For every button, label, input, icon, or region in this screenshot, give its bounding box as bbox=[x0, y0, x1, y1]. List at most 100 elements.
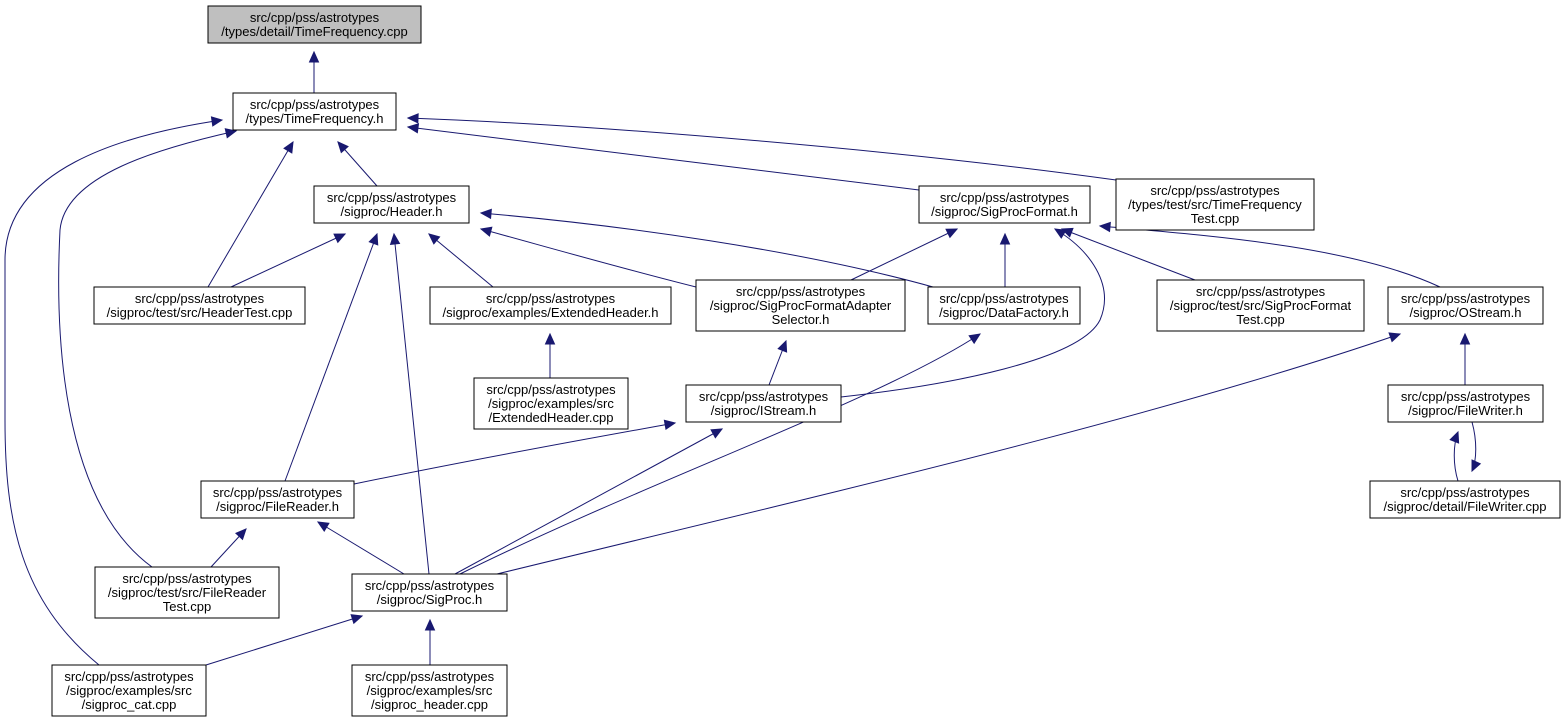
node-timefreq-test[interactable]: src/cpp/pss/astrotypes/types/test/src/Ti… bbox=[1115, 178, 1315, 231]
node-label-line: src/cpp/pss/astrotypes bbox=[1401, 389, 1531, 404]
node-sigprocformat-test[interactable]: src/cpp/pss/astrotypes/sigproc/test/src/… bbox=[1156, 279, 1365, 332]
arrowhead bbox=[1388, 332, 1402, 343]
node-label-line: src/cpp/pss/astrotypes bbox=[940, 190, 1070, 205]
node-filewriter-cpp[interactable]: src/cpp/pss/astrotypes/sigproc/detail/Fi… bbox=[1369, 480, 1561, 519]
edge-line bbox=[454, 428, 723, 575]
edge-filereader_h-to-istream_h bbox=[353, 419, 677, 485]
node-label-line: src/cpp/pss/astrotypes bbox=[699, 389, 829, 404]
arrowhead bbox=[424, 618, 436, 631]
edge-filewriter_h-to-ostream_h bbox=[1459, 332, 1471, 385]
edge-sigproc_cat-to-timefreq_h bbox=[4, 116, 224, 666]
node-sigproc-cat[interactable]: src/cpp/pss/astrotypes/sigproc/examples/… bbox=[51, 664, 207, 717]
node-label-line: /types/detail/TimeFrequency.cpp bbox=[221, 24, 407, 39]
edge-line bbox=[407, 117, 1117, 181]
node-box bbox=[473, 377, 629, 430]
node-label-line: /sigproc/OStream.h bbox=[1410, 305, 1522, 320]
node-sigproc-h[interactable]: src/cpp/pss/astrotypes/sigproc/SigProc.h bbox=[351, 573, 508, 612]
node-box bbox=[51, 664, 207, 717]
edge-line bbox=[840, 228, 1105, 398]
edge-line bbox=[459, 333, 981, 575]
node-label-line: src/cpp/pss/astrotypes bbox=[1150, 183, 1280, 198]
edge-sigproc_h-to-datafactory_h bbox=[459, 333, 982, 575]
node-box bbox=[1387, 286, 1544, 325]
arrowhead bbox=[308, 50, 320, 63]
arrowhead bbox=[1053, 228, 1067, 239]
node-label-line: src/cpp/pss/astrotypes bbox=[486, 382, 616, 397]
node-label-line: /types/TimeFrequency.h bbox=[246, 111, 384, 126]
node-label-line: /sigproc/test/src/HeaderTest.cpp bbox=[107, 305, 293, 320]
arrowhead bbox=[316, 521, 330, 532]
arrowhead bbox=[224, 128, 238, 139]
node-label-line: /sigproc/SigProcFormat.h bbox=[931, 204, 1078, 219]
arrowhead bbox=[333, 233, 347, 244]
node-filewriter-h[interactable]: src/cpp/pss/astrotypes/sigproc/FileWrite… bbox=[1387, 384, 1544, 423]
node-label-line: /sigproc/detail/FileWriter.cpp bbox=[1383, 499, 1546, 514]
edge-adapter_h-to-sigprocformat_h bbox=[850, 228, 959, 281]
node-label-line: src/cpp/pss/astrotypes bbox=[135, 291, 265, 306]
edge-line bbox=[230, 233, 346, 288]
node-box bbox=[351, 573, 508, 612]
node-label-line: /sigproc/SigProcFormatAdapter bbox=[710, 298, 892, 313]
edges-layer bbox=[4, 50, 1482, 666]
nodes-layer: src/cpp/pss/astrotypes/types/detail/Time… bbox=[51, 5, 1561, 717]
edge-extheader_cpp-to-extheader_h bbox=[544, 332, 556, 378]
edge-line bbox=[407, 126, 920, 191]
node-label-line: /sigproc/examples/ExtendedHeader.h bbox=[442, 305, 658, 320]
edge-headertest-to-header_h bbox=[230, 233, 347, 288]
edge-line bbox=[1061, 228, 1196, 281]
edge-datafactory_h-to-header_h bbox=[479, 208, 934, 288]
node-headertest[interactable]: src/cpp/pss/astrotypes/sigproc/test/src/… bbox=[93, 286, 306, 325]
edge-sigprocformat_h-to-timefreq_h bbox=[406, 123, 920, 191]
arrowhead bbox=[428, 233, 441, 245]
node-datafactory-h[interactable]: src/cpp/pss/astrotypes/sigproc/DataFacto… bbox=[927, 286, 1081, 325]
node-sigprocformat-h[interactable]: src/cpp/pss/astrotypes/sigproc/SigProcFo… bbox=[918, 185, 1091, 224]
arrowhead bbox=[1098, 221, 1111, 233]
node-label-line: /sigproc/Header.h bbox=[341, 204, 443, 219]
node-istream-h[interactable]: src/cpp/pss/astrotypes/sigproc/IStream.h bbox=[685, 384, 842, 423]
edge-sigproc_h-to-istream_h bbox=[454, 428, 724, 575]
node-label-line: /sigproc/FileWriter.h bbox=[1408, 403, 1523, 418]
node-label-line: Test.cpp bbox=[1191, 211, 1239, 226]
node-box bbox=[93, 286, 306, 325]
node-filereader-h[interactable]: src/cpp/pss/astrotypes/sigproc/FileReade… bbox=[200, 480, 355, 519]
arrowhead bbox=[544, 332, 556, 345]
node-header-h[interactable]: src/cpp/pss/astrotypes/sigproc/Header.h bbox=[313, 185, 470, 224]
arrowhead bbox=[235, 528, 247, 541]
node-adapter-h[interactable]: src/cpp/pss/astrotypes/sigproc/SigProcFo… bbox=[695, 279, 906, 332]
arrowhead bbox=[999, 232, 1011, 245]
arrowhead bbox=[406, 113, 419, 124]
node-box bbox=[200, 480, 355, 519]
node-box bbox=[1387, 384, 1544, 423]
node-extheader-h[interactable]: src/cpp/pss/astrotypes/sigproc/examples/… bbox=[429, 286, 672, 325]
node-label-line: Test.cpp bbox=[1236, 312, 1284, 327]
node-box bbox=[685, 384, 842, 423]
node-label-line: /sigproc/examples/src bbox=[66, 683, 192, 698]
node-box bbox=[1156, 279, 1365, 332]
node-label-line: /sigproc/test/src/FileReader bbox=[108, 585, 267, 600]
node-sigproc-header[interactable]: src/cpp/pss/astrotypes/sigproc/examples/… bbox=[351, 664, 508, 717]
node-label-line: /sigproc/examples/src bbox=[367, 683, 493, 698]
node-label-line: src/cpp/pss/astrotypes bbox=[736, 284, 866, 299]
edge-istream_h-to-sigprocformat_h bbox=[840, 228, 1105, 398]
edge-sigproc_header-to-sigproc_h bbox=[424, 618, 436, 665]
edge-filereader_test-to-timefreq_h bbox=[58, 128, 238, 568]
node-label-line: /sigproc_header.cpp bbox=[371, 697, 488, 712]
node-timefreq-h[interactable]: src/cpp/pss/astrotypes/types/TimeFrequen… bbox=[232, 92, 397, 131]
node-label-line: src/cpp/pss/astrotypes bbox=[250, 97, 380, 112]
edge-adapter_h-to-header_h bbox=[479, 226, 697, 288]
edge-line bbox=[496, 333, 1401, 575]
node-timefreq-cpp: src/cpp/pss/astrotypes/types/detail/Time… bbox=[207, 5, 422, 44]
node-label-line: /types/test/src/TimeFrequency bbox=[1128, 197, 1302, 212]
edge-line bbox=[207, 141, 294, 288]
node-box bbox=[429, 286, 672, 325]
arrowhead bbox=[210, 116, 224, 127]
arrowhead bbox=[1459, 332, 1471, 345]
edge-sigproc_cat-to-sigproc_h bbox=[205, 614, 364, 666]
node-filereader-test[interactable]: src/cpp/pss/astrotypes/sigproc/test/src/… bbox=[94, 566, 280, 619]
arrowhead bbox=[710, 428, 724, 439]
node-ostream-h[interactable]: src/cpp/pss/astrotypes/sigproc/OStream.h bbox=[1387, 286, 1544, 325]
edge-line bbox=[284, 233, 378, 482]
node-label-line: /sigproc/examples/src bbox=[488, 396, 614, 411]
node-extheader-cpp[interactable]: src/cpp/pss/astrotypes/sigproc/examples/… bbox=[473, 377, 629, 430]
